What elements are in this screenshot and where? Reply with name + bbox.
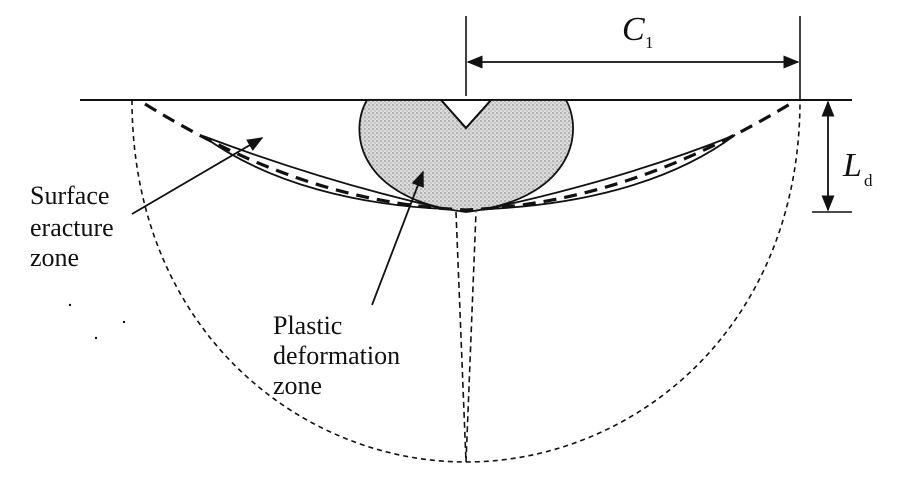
median-crack xyxy=(455,211,477,463)
ld-subscript: d xyxy=(864,171,873,190)
speck xyxy=(94,336,98,340)
plastic-zone-label-line-3: zone xyxy=(273,371,322,400)
fracture-boundary-dashed xyxy=(144,102,791,212)
c1-symbol: C xyxy=(622,11,645,48)
speck xyxy=(122,320,126,324)
surface-fracture-label-line-1: Surface xyxy=(30,181,109,210)
surface-fracture-label-line-2: eracture xyxy=(30,213,114,242)
indenter-notch xyxy=(440,99,492,130)
surface-fracture-label-line-3: zone xyxy=(30,243,79,272)
surface-fracture-leader xyxy=(131,137,264,215)
lateral-crack-right xyxy=(486,134,736,210)
speck xyxy=(68,303,72,307)
ld-symbol: L xyxy=(842,147,862,184)
plastic-zone-label-line-1: Plastic xyxy=(273,311,342,340)
plastic-zone-label-line-2: deformation xyxy=(273,341,400,370)
c1-subscript: 1 xyxy=(645,33,654,52)
plastic-zone-leader xyxy=(371,170,424,306)
